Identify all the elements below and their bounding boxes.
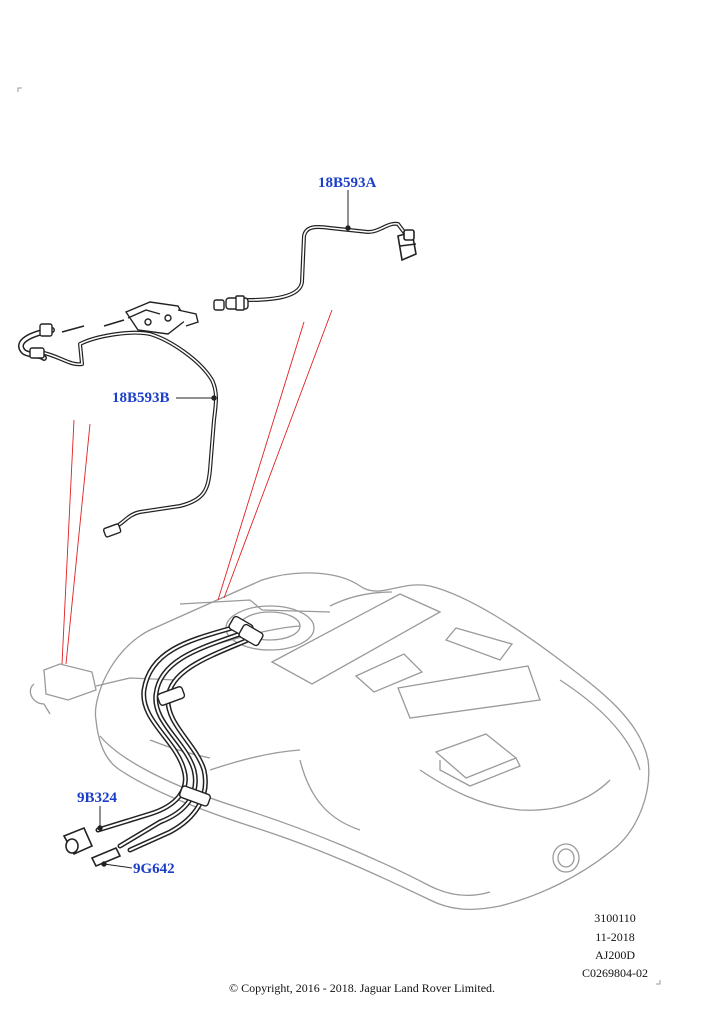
fuel-tank (29, 572, 650, 910)
callout-18b593b: 18B593B (112, 390, 170, 406)
dash-mark (61, 325, 85, 333)
dash-mark (103, 319, 125, 327)
pump-connector (228, 615, 264, 647)
callout-leaders (97, 190, 351, 869)
corner-mark (17, 87, 22, 92)
callout-18b593a: 18B593A (318, 175, 377, 191)
drawing-ref-4: C0269804-02 (582, 966, 648, 980)
quick-connector-9b324 (62, 826, 94, 856)
fuel-line-18b593a-inner (247, 222, 405, 301)
hose-bundle-inner (97, 627, 249, 851)
inline-connector (213, 295, 249, 311)
drawing-ref-1: 3100110 (594, 911, 636, 925)
leader-lines-red (61, 309, 333, 665)
copyright-notice: © Copyright, 2016 - 2018. Jaguar Land Ro… (228, 981, 496, 995)
valve-bracket (124, 301, 199, 335)
quick-connector-9g642 (90, 846, 122, 868)
corner-mark (656, 980, 661, 985)
drawing-ref-3: AJ200D (594, 948, 635, 962)
end-connector-18b593b (102, 523, 122, 538)
end-connector-18b593a (397, 229, 417, 262)
fuel-line-18b593b (38, 330, 218, 532)
elbow-connector (29, 323, 53, 359)
fuel-line-18b593a (246, 221, 406, 302)
drawing-ref-2: 11-2018 (595, 930, 635, 944)
fuel-line-18b593b-inner (39, 331, 217, 531)
callout-9b324: 9B324 (77, 790, 118, 806)
hose-clip (156, 686, 212, 807)
callout-9g642: 9G642 (133, 861, 175, 877)
